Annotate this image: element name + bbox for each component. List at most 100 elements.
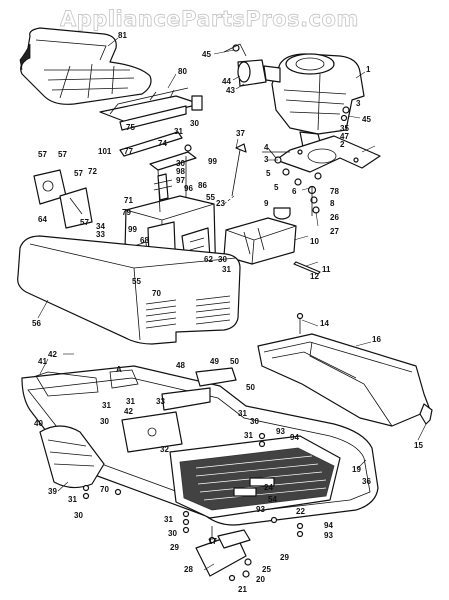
callout-30f: 30	[168, 529, 177, 538]
callout-96: 96	[184, 184, 193, 193]
callout-3b: 3	[264, 155, 269, 164]
callout-42a: 42	[48, 350, 57, 359]
callout-33: 33	[96, 230, 105, 239]
callout-71: 71	[124, 196, 133, 205]
callout-34: 34	[96, 222, 105, 231]
callout-29b: 29	[280, 553, 289, 562]
callout-93b: 93	[256, 505, 265, 514]
callout-28: 28	[184, 565, 193, 574]
callout-57c: 57	[74, 169, 83, 178]
callout-10: 10	[310, 237, 319, 246]
callout-19: 19	[352, 465, 361, 474]
watermark: AppliancePartsPros.com	[60, 7, 359, 31]
callout-97: 97	[176, 176, 185, 185]
callout-43: 43	[226, 86, 235, 95]
callout-26: 26	[330, 213, 339, 222]
callout-31b: 31	[222, 265, 231, 274]
hood-hinge-drawing	[33, 169, 93, 229]
callout-94b: 94	[324, 521, 333, 530]
callout-78: 78	[330, 187, 339, 196]
callout-40: 40	[34, 419, 43, 428]
hood-drawing	[17, 235, 241, 345]
callout-5a: 5	[266, 169, 271, 178]
callout-5b: 5	[274, 183, 279, 192]
callout-93c: 93	[324, 531, 333, 540]
callout-56: 56	[32, 319, 41, 328]
callout-50b: 50	[246, 383, 255, 392]
callout-31c: 31	[102, 401, 111, 410]
callout-12: 12	[310, 272, 319, 281]
callout-98: 98	[176, 167, 185, 176]
callout-22: 22	[296, 507, 305, 516]
callout-29a: 29	[170, 543, 179, 552]
callout-31a: 31	[174, 127, 183, 136]
callout-86: 86	[198, 181, 207, 190]
callout-25: 25	[262, 565, 271, 574]
callout-4: 4	[264, 143, 269, 152]
callout-17: 17	[208, 537, 217, 546]
callout-57d: 57	[80, 218, 89, 227]
callout-45a: 45	[202, 50, 211, 59]
callout-77: 77	[124, 147, 133, 156]
callout-39: 39	[48, 487, 57, 496]
callout-74: 74	[158, 139, 167, 148]
callout-3: 3	[356, 99, 361, 108]
callout-31g: 31	[68, 495, 77, 504]
callout-31f: 31	[244, 431, 253, 440]
callout-54: 54	[268, 495, 277, 504]
callout-37: 37	[236, 129, 245, 138]
callout-93a: 93	[276, 427, 285, 436]
callout-72: 72	[88, 167, 97, 176]
callout-33b: 33	[156, 397, 165, 406]
callout-23: 23	[216, 199, 225, 208]
callout-9: 9	[264, 199, 269, 208]
callout-A: A	[116, 365, 122, 374]
callout-16: 16	[372, 335, 381, 344]
callout-14: 14	[320, 319, 329, 328]
callout-94a: 94	[290, 433, 299, 442]
callout-55a: 55	[206, 193, 215, 202]
callout-70b: 70	[100, 485, 109, 494]
callout-45b: 45	[362, 115, 371, 124]
callout-15: 15	[414, 441, 423, 450]
leader-lines	[37, 37, 427, 571]
callout-99b: 99	[128, 225, 137, 234]
callout-57b: 57	[58, 150, 67, 159]
callout-48: 48	[176, 361, 185, 370]
callout-44: 44	[222, 77, 231, 86]
console-drawing	[257, 312, 433, 427]
callout-labels: 81 80 1 3 45 45 44 43 47 35 2 4 3 5 5 6 …	[32, 31, 423, 594]
callout-80: 80	[178, 67, 187, 76]
callout-99a: 99	[208, 157, 217, 166]
callout-32: 32	[160, 445, 169, 454]
callout-36: 36	[362, 477, 371, 486]
callout-21: 21	[238, 585, 247, 594]
callout-55b: 55	[132, 277, 141, 286]
callout-2: 2	[340, 140, 345, 149]
callout-50a: 50	[230, 357, 239, 366]
callout-41: 41	[38, 357, 47, 366]
engine-hardware-drawing	[274, 156, 322, 216]
callout-42b: 42	[124, 407, 133, 416]
callout-68: 68	[140, 236, 149, 245]
callout-11: 11	[322, 265, 331, 274]
callout-31d: 31	[126, 397, 135, 406]
callout-81: 81	[118, 31, 127, 40]
callout-30e: 30	[74, 511, 83, 520]
callout-31h: 31	[164, 515, 173, 524]
callout-20: 20	[256, 575, 265, 584]
callout-49: 49	[210, 357, 219, 366]
callout-30d: 30	[250, 417, 259, 426]
callout-30g: 30	[176, 159, 185, 168]
callout-70: 70	[152, 289, 161, 298]
callout-27: 27	[330, 227, 339, 236]
callout-8: 8	[330, 199, 335, 208]
callout-31e: 31	[238, 409, 247, 418]
callout-35: 35	[340, 124, 349, 133]
frame-drawing	[21, 365, 379, 582]
callout-30a: 30	[190, 119, 199, 128]
callout-1: 1	[366, 65, 371, 74]
callout-75: 75	[126, 123, 135, 132]
seat-bracket-drawing	[99, 87, 203, 131]
